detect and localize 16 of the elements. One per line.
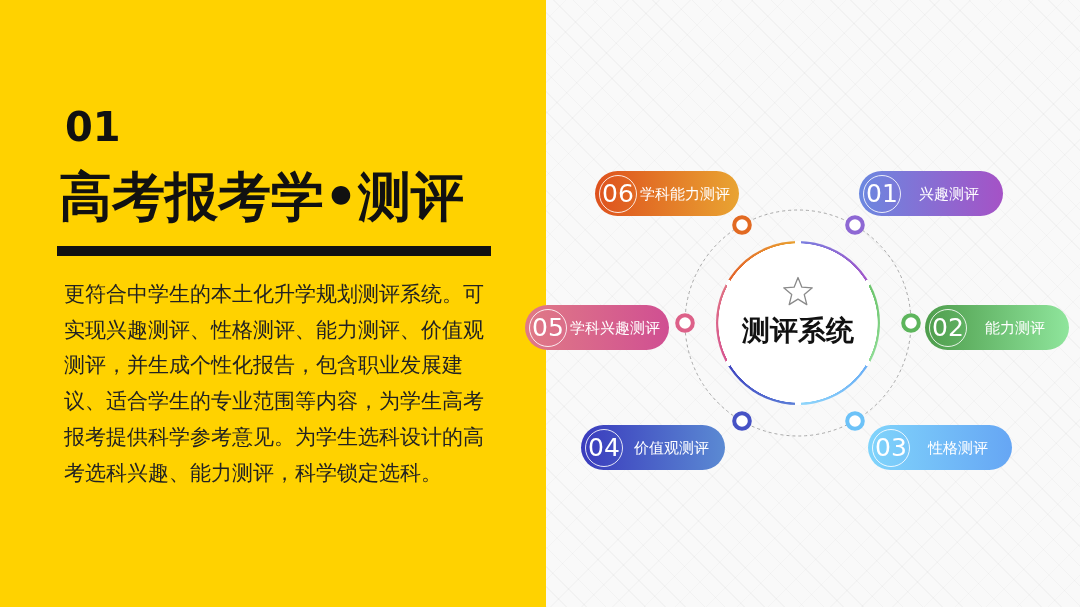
pill-label: 性格测评 — [926, 437, 989, 458]
pill-label: 能力测评 — [984, 317, 1046, 338]
pill-label: 学科兴趣测评 — [569, 317, 661, 338]
pill-label: 兴趣测评 — [918, 183, 980, 204]
pill-label: 价值观测评 — [632, 437, 710, 458]
category-pill — [859, 171, 1003, 216]
category-pill — [525, 305, 669, 350]
category-pill — [925, 305, 1069, 350]
slide-title: 高考报考学•测评 — [59, 165, 464, 229]
category-pill — [868, 425, 1012, 470]
hub-label: 测评系统 — [741, 313, 855, 349]
description-text: 更符合中学生的本土化升学规划测评系统。可实现兴趣测评、性格测评、能力测评、价值观测评，并生成个性化报告，包含职业发展建议、适合学生的专业范围等内容，为学生高考报考提供科学参考意见。为学生选科设计的高考选科兴趣、能力测评，科学锁定选科。 — [64, 281, 485, 487]
category-pill — [595, 171, 739, 216]
section-number: 01 — [65, 104, 121, 150]
category-pill — [581, 425, 725, 470]
pill-label: 学科能力测评 — [639, 183, 731, 204]
